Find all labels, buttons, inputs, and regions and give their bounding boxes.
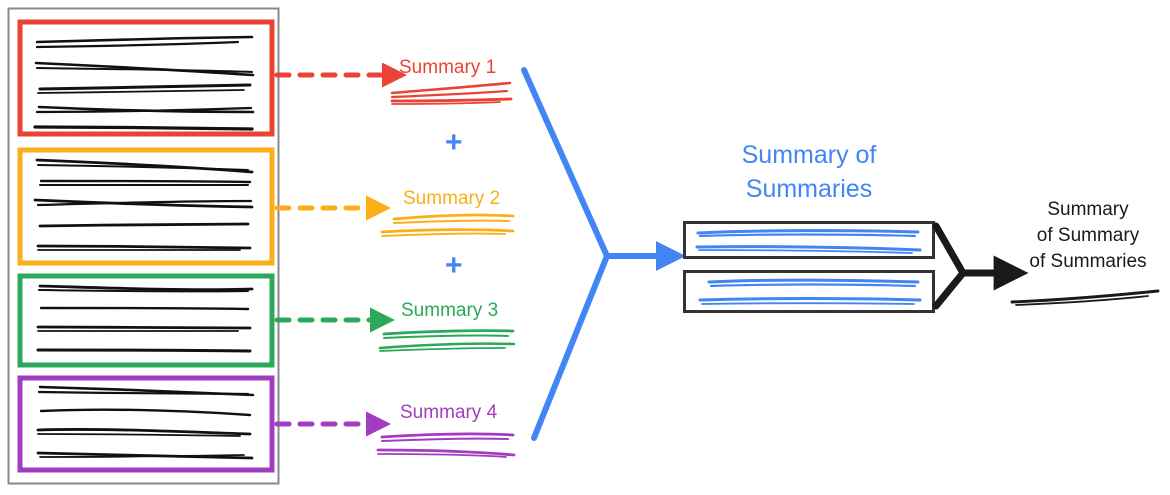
- source-document-outline: [7, 7, 280, 485]
- summary-of-summaries-title: Summary of Summaries: [684, 139, 934, 207]
- merge-arrow-blue: [521, 67, 610, 441]
- sos-title-line-1: Summary of: [741, 141, 877, 169]
- chunk-box-4[interactable]: [17, 375, 275, 473]
- chunk-box-2[interactable]: [17, 147, 275, 266]
- summary-1-squiggle: [390, 81, 513, 105]
- summary-label-1: Summary 1: [399, 57, 497, 78]
- chunk-3-text-lines: [36, 284, 254, 353]
- merge-arrow-black: [932, 222, 967, 310]
- summary-4-squiggle: [376, 432, 516, 458]
- chunk-box-1[interactable]: [17, 19, 275, 137]
- sos-box-1-squiggle: [695, 229, 922, 254]
- final-title-line-2: of Summary: [1036, 225, 1140, 247]
- summary-label-3: Summary 3: [401, 300, 499, 321]
- summary-label-4: Summary 4: [400, 402, 498, 423]
- chunk-2-text-lines: [33, 158, 254, 251]
- final-summary-title: Summary of Summary of Summaries: [1008, 197, 1168, 276]
- chunk-4-text-lines: [36, 385, 255, 460]
- chunk-box-3[interactable]: [17, 273, 275, 368]
- final-summary-squiggle: [1010, 289, 1160, 306]
- sos-box-2[interactable]: [683, 270, 935, 313]
- summary-2-squiggle: [380, 213, 515, 237]
- final-title-line-3: of Summaries: [1029, 251, 1147, 273]
- summary-3-squiggle: [378, 329, 516, 352]
- plus-operator-2: +: [445, 249, 463, 282]
- chunk-1-text-lines: [33, 35, 255, 131]
- sos-box-1[interactable]: [683, 221, 935, 259]
- sos-title-line-2: Summaries: [745, 174, 873, 203]
- sos-box-2-squiggle: [698, 278, 922, 305]
- summary-label-2: Summary 2: [403, 188, 501, 209]
- final-title-line-1: Summary: [1047, 199, 1129, 220]
- plus-operator-1: +: [445, 126, 463, 159]
